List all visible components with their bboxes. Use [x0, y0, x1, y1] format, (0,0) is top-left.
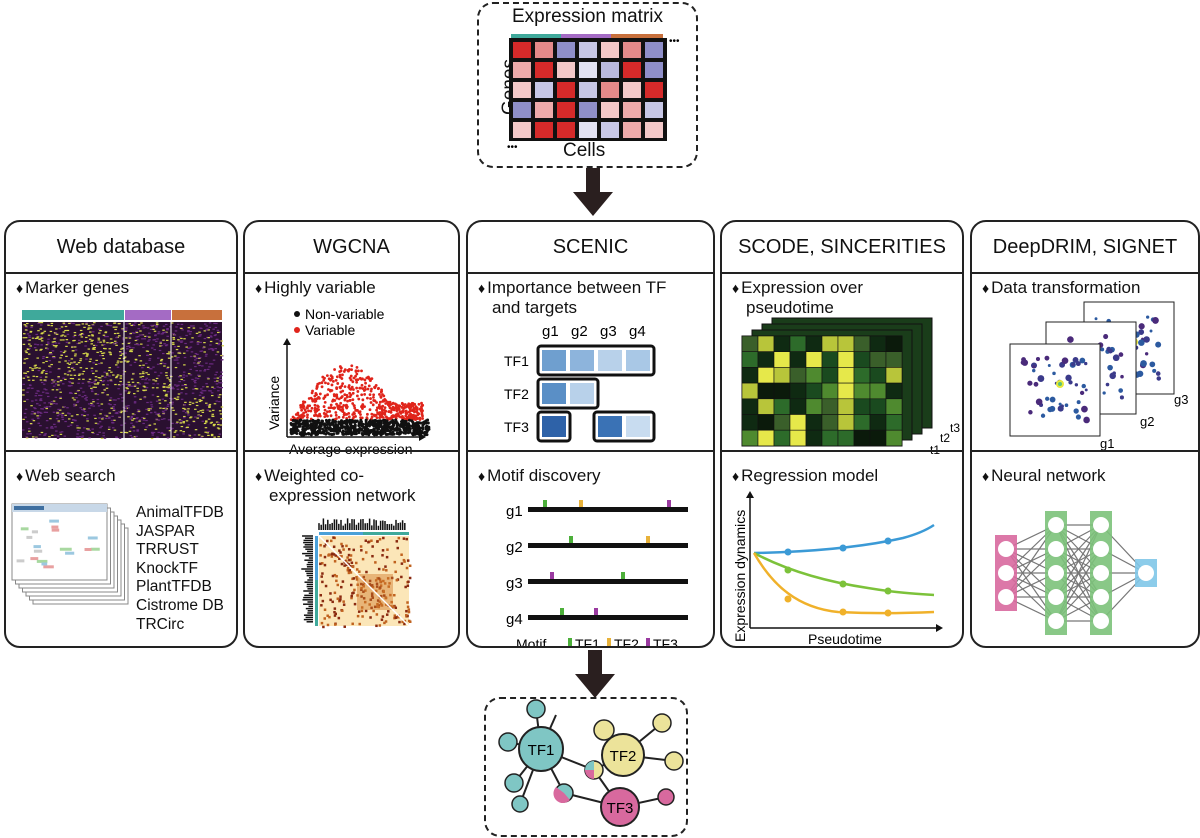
gene-label-g2: g2: [571, 323, 588, 340]
expression-matrix: ••• •••: [507, 34, 680, 153]
motif-tracks: g1 g2 g3 g4 Motif TF1 TF2 TF3: [506, 500, 688, 648]
image-label-g3: g3: [1174, 392, 1188, 407]
panel-divider: [468, 450, 713, 452]
db-cistrome: Cistrome DB: [136, 596, 224, 614]
db-animaltfdb: AnimalTFDB: [136, 504, 224, 521]
track-label-g2: g2: [506, 539, 523, 556]
panel-divider: [245, 450, 458, 452]
db-planttfdb: PlantTFDB: [136, 578, 212, 596]
regression-plot: Expression dynamics Pseudotime: [732, 491, 943, 647]
expression-matrix-box: [477, 2, 698, 168]
section-weighted-coexpression: ♦Weighted co-expression network: [255, 466, 416, 505]
panel-title: DeepDRIM, SIGNET: [972, 222, 1198, 274]
svg-text:•••: •••: [669, 36, 680, 47]
neural-network-diagram: [995, 511, 1157, 635]
panel-divider: [722, 450, 962, 452]
track-label-g1: g1: [506, 503, 523, 520]
tf-target-importance-grid: g1 g2 g3 g4 TF1 TF2 TF3: [504, 323, 656, 443]
down-arrow-top: [573, 168, 613, 216]
image-label-g1: g1: [1100, 436, 1114, 451]
motif-legend-tf2: TF2: [614, 636, 639, 648]
panel-title: Web database: [6, 222, 236, 274]
expression-dynamics-axis-label: Expression dynamics: [732, 510, 748, 642]
gene-regulatory-network: TF1 TF2 TF3: [498, 699, 684, 827]
gene-label-g4: g4: [629, 323, 646, 340]
cells-label: Cells: [563, 140, 606, 161]
section-data-transformation: ♦Data transformation: [982, 278, 1141, 297]
time-label-t3: t3: [950, 421, 960, 435]
panel-title: WGCNA: [245, 222, 458, 274]
marker-gene-heatmap: [22, 310, 225, 440]
pseudotime-expression-stack: t3 t2 t1: [741, 317, 960, 457]
track-label-g4: g4: [506, 611, 523, 628]
node-tf3: TF3: [607, 800, 634, 817]
browser-screenshots: [11, 503, 129, 605]
motif-legend-tf1: TF1: [575, 636, 600, 648]
expression-matrix-title: Expression matrix: [512, 6, 663, 27]
tf-label-tf2: TF2: [504, 386, 529, 402]
legend-variable: Variable: [305, 322, 356, 338]
tf-label-tf3: TF3: [504, 419, 529, 435]
database-list: AnimalTFDB JASPAR TRRUST KnockTF PlantTF…: [136, 504, 224, 634]
panel-web-database: Web database ♦Marker genes ♦Web search A…: [4, 220, 238, 648]
panel-title: SCODE, SINCERITIES: [722, 222, 962, 274]
panel-divider: [972, 450, 1198, 452]
motif-legend-title: Motif: [516, 636, 546, 648]
variance-scatter-plot: Non-variable Variable Variance Average e…: [266, 306, 431, 457]
density-images: g3 g2 g1: [1009, 301, 1188, 451]
gene-label-g3: g3: [600, 323, 617, 340]
legend-nonvariable: Non-variable: [305, 306, 385, 322]
db-trcirc: TRCirc: [136, 615, 185, 633]
panel-deepdrim: DeepDRIM, SIGNET ♦Data transformation g3…: [970, 220, 1200, 648]
co-expression-network-heatmap: [301, 518, 412, 629]
db-jaspar: JASPAR: [136, 522, 196, 540]
section-marker-genes: ♦Marker genes: [16, 278, 130, 297]
tf-label-tf1: TF1: [504, 353, 529, 369]
panel-title: SCENIC: [468, 222, 713, 274]
section-web-search: ♦Web search: [16, 466, 116, 485]
gene-regulatory-network-box: [484, 697, 688, 837]
image-label-g2: g2: [1140, 414, 1154, 429]
section-motif-discovery: ♦Motif discovery: [478, 466, 601, 485]
section-regression-model: ♦Regression model: [732, 466, 879, 485]
gene-label-g1: g1: [542, 323, 559, 340]
time-label-t2: t2: [940, 431, 950, 445]
panel-divider: [6, 450, 236, 452]
db-knocktf: KnockTF: [136, 559, 199, 577]
motif-legend-tf3: TF3: [653, 636, 678, 648]
db-trrust: TRRUST: [136, 541, 199, 559]
variance-axis-label: Variance: [266, 376, 282, 430]
pseudotime-axis-label: Pseudotime: [808, 631, 882, 647]
section-neural-network: ♦Neural network: [982, 466, 1106, 485]
down-arrow-bottom: [575, 650, 615, 698]
average-expression-axis-label: Average expression: [289, 441, 412, 457]
panel-wgcna: WGCNA ♦Highly variable Non-variable Vari…: [243, 220, 460, 648]
track-label-g3: g3: [506, 575, 523, 592]
node-tf1: TF1: [528, 742, 555, 759]
section-highly-variable: ♦Highly variable: [255, 278, 376, 297]
svg-text:•••: •••: [507, 142, 518, 153]
node-tf2: TF2: [610, 748, 637, 765]
